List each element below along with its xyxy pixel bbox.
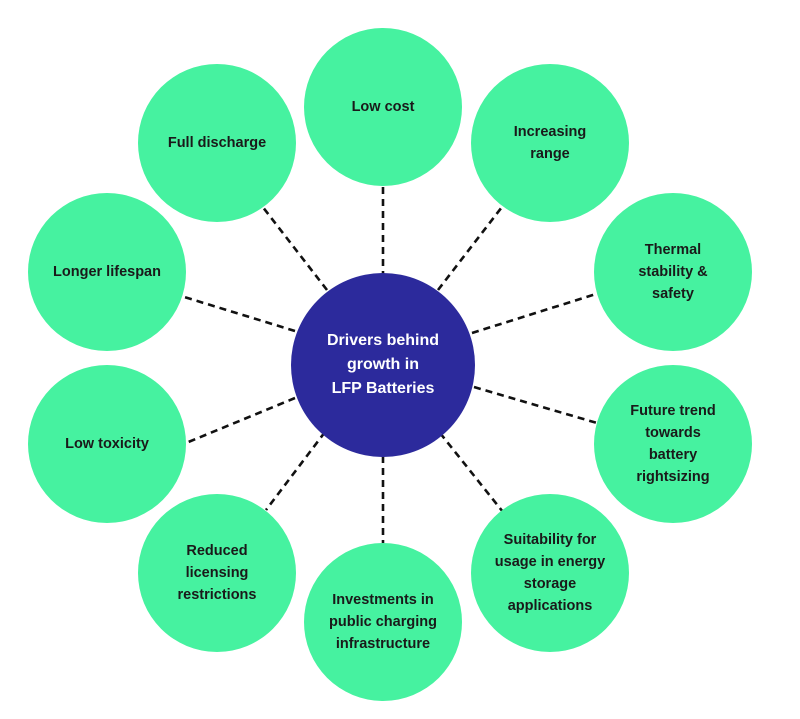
driver-label: Investments in public charging infrastru…: [329, 592, 437, 652]
connector-full-discharge: [260, 205, 329, 291]
connector-longer-lifespan: [180, 294, 296, 333]
connector-thermal-stability: [471, 292, 597, 335]
driver-label: Reduced licensing restrictions: [177, 543, 257, 603]
driver-label: Increasing range: [513, 124, 587, 162]
connector-suitability: [438, 432, 505, 513]
driver-label: Thermal stability & safety: [638, 242, 708, 302]
driver-node-longer-lifespan: Longer lifespan: [28, 193, 186, 351]
driver-label: Low cost: [351, 99, 415, 115]
driver-node-low-toxicity: Low toxicity: [28, 365, 186, 523]
driver-node-suitability: Suitability for usage in energy storage …: [471, 494, 629, 652]
driver-label: Future trend towards battery rightsizing: [630, 403, 716, 485]
center-hub-node: Drivers behind growth in LFP Batteries: [291, 273, 475, 457]
connector-future-trend: [473, 385, 598, 425]
driver-node-thermal-stability: Thermal stability & safety: [594, 193, 752, 351]
connector-increasing-range: [436, 202, 507, 291]
center-hub-label: Drivers behind growth in LFP Batteries: [326, 332, 440, 397]
driver-label: Full discharge: [167, 135, 267, 151]
connector-reduced-licensing: [264, 431, 327, 511]
driver-node-full-discharge: Full discharge: [138, 64, 296, 222]
driver-label: Low toxicity: [65, 436, 149, 452]
driver-node-increasing-range: Increasing range: [471, 64, 629, 222]
driver-node-future-trend: Future trend towards battery rightsizing: [594, 365, 752, 523]
connector-low-toxicity: [185, 396, 296, 445]
driver-node-investments: Investments in public charging infrastru…: [304, 543, 462, 701]
driver-node-reduced-licensing: Reduced licensing restrictions: [138, 494, 296, 652]
driver-label: Suitability for usage in energy storage …: [494, 532, 606, 614]
driver-node-low-cost: Low cost: [304, 28, 462, 186]
driver-label: Longer lifespan: [53, 264, 161, 280]
